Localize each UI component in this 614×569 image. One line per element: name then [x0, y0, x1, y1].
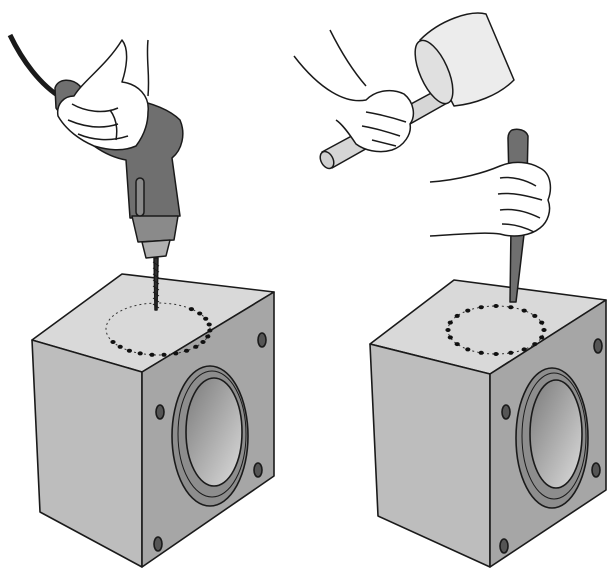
hand-holding-chisel: [430, 162, 550, 236]
drill-bit: [154, 258, 158, 310]
left-panel-drilling: [10, 35, 274, 567]
drill-hole-icon: [161, 353, 166, 357]
drill-hole-icon: [445, 328, 450, 332]
right-panel-chiseling: [294, 13, 606, 567]
drill-hole-icon: [197, 312, 202, 316]
drill-hole-icon: [110, 340, 115, 344]
box-front-face: [32, 340, 142, 567]
hand-holding-hammer: [294, 30, 413, 152]
screw-hole-icon: [502, 405, 510, 419]
screw-hole-icon: [594, 339, 602, 353]
drill-hole-icon: [508, 351, 513, 355]
screw-hole-icon: [154, 537, 162, 551]
drill-hole-icon: [541, 328, 546, 332]
speaker-cutout-inner: [530, 380, 582, 488]
drill-hole-icon: [203, 317, 208, 321]
hammer-icon: [317, 13, 514, 171]
screw-hole-icon: [592, 463, 600, 477]
drill-hole-icon: [138, 351, 143, 355]
drill-hole-icon: [539, 321, 544, 325]
drill-hole-icon: [465, 309, 470, 313]
drill-hole-icon: [448, 335, 453, 339]
drill-hole-icon: [479, 305, 484, 309]
drill-hole-icon: [193, 345, 198, 349]
drill-hole-icon: [493, 352, 498, 356]
drill-hole-icon: [205, 335, 210, 339]
drill-hole-icon: [465, 347, 470, 351]
drill-chuck: [132, 216, 178, 242]
drill-hole-icon: [539, 335, 544, 339]
screw-hole-icon: [156, 405, 164, 419]
drill-hole-icon: [522, 309, 527, 313]
drill-hole-icon: [493, 304, 498, 308]
drill-hole-icon: [207, 329, 212, 333]
drill-cord: [10, 35, 62, 98]
drill-hole-icon: [508, 305, 513, 309]
drill-hole-icon: [455, 342, 460, 346]
box-front-face: [370, 344, 490, 567]
drill-hole-icon: [200, 340, 205, 344]
drill-hole-icon: [479, 351, 484, 355]
speaker-box-right: [370, 280, 606, 567]
screw-hole-icon: [254, 463, 262, 477]
drill-hole-icon: [127, 349, 132, 353]
drill-hole-icon: [522, 347, 527, 351]
drill-hole-icon: [173, 351, 178, 355]
drill-hole-icon: [207, 323, 212, 327]
drill-hole-icon: [448, 321, 453, 325]
drill-hole-icon: [189, 307, 194, 311]
drill-hole-icon: [118, 345, 123, 349]
drill-hole-icon: [455, 314, 460, 318]
drill-collar: [142, 240, 170, 258]
screw-hole-icon: [500, 539, 508, 553]
drill-vent: [136, 178, 144, 216]
drill-hole-icon: [532, 342, 537, 346]
speaker-box-left: [32, 274, 274, 567]
drill-hole-icon: [184, 349, 189, 353]
speaker-cutout-inner: [186, 378, 242, 486]
drill-hole-icon: [532, 314, 537, 318]
screw-hole-icon: [258, 333, 266, 347]
drill-hole-icon: [149, 353, 154, 357]
